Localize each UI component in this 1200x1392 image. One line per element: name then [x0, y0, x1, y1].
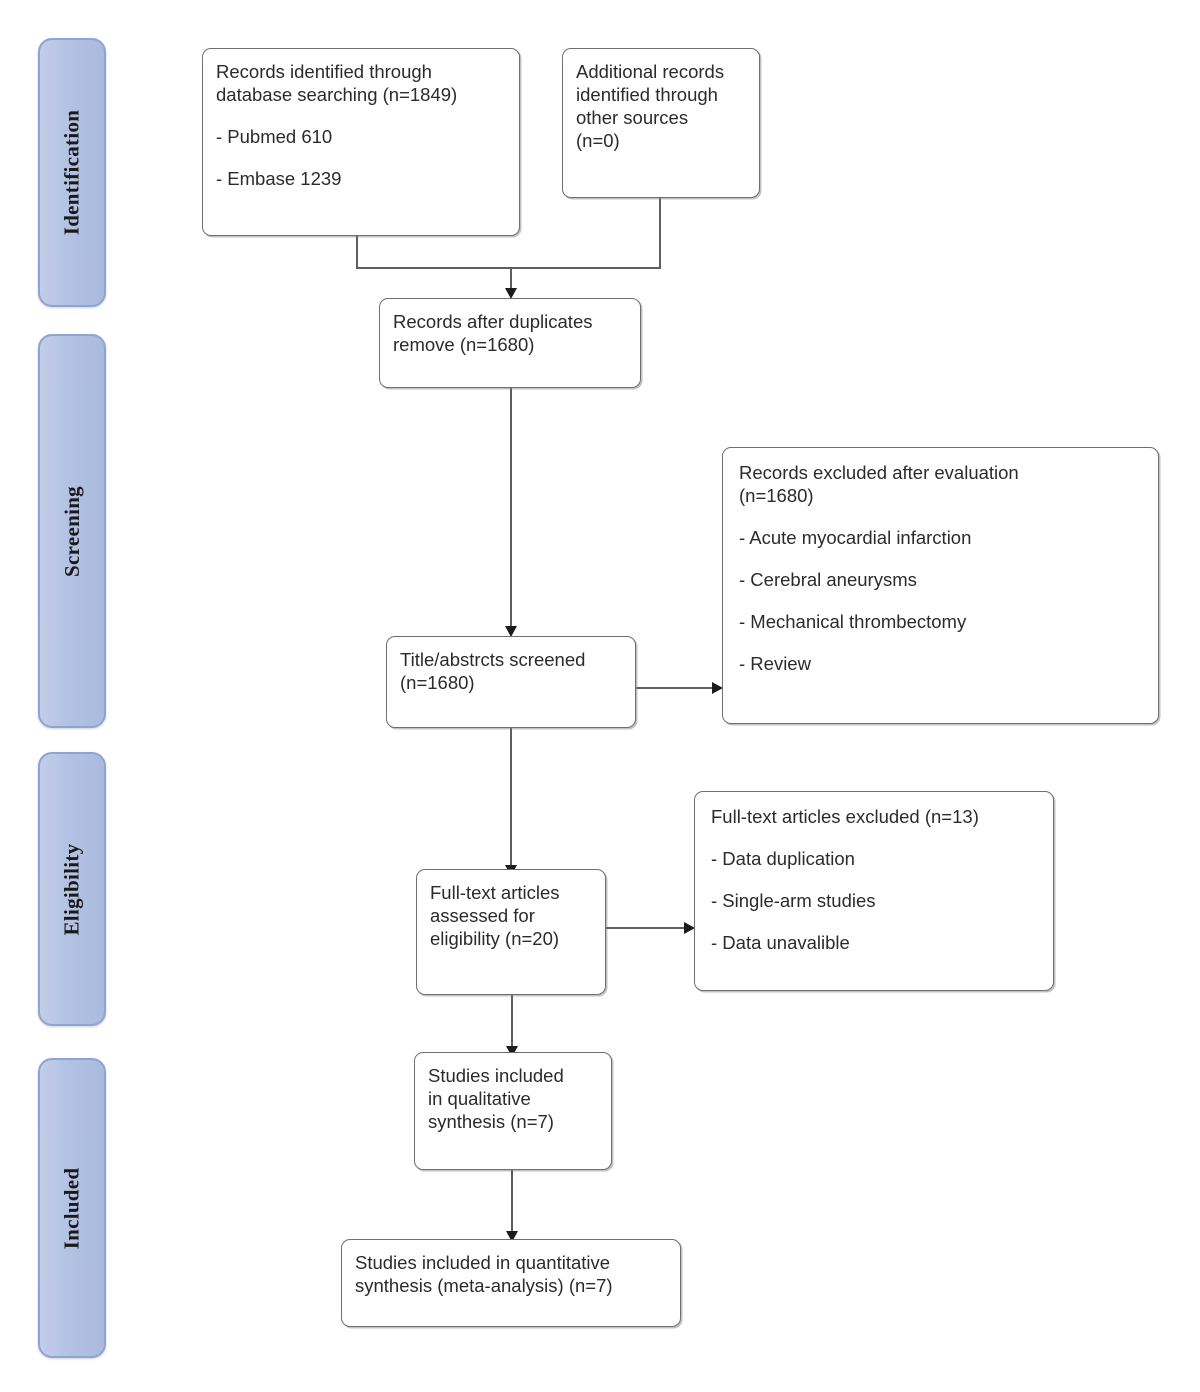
box-other-sources-line-1: Additional records — [576, 61, 725, 82]
box-other-sources-line-3: other sources — [576, 106, 689, 128]
box-titles-screened-line-2: (n=1680) — [400, 671, 475, 693]
box-records-excluded-line-2: (n=1680) — [739, 484, 814, 506]
stage-label-included: Included — [59, 1167, 84, 1249]
box-after-duplicates-line-1: Records after duplicates — [393, 311, 593, 332]
stage-label-eligibility: Eligibility — [59, 843, 84, 935]
box-qualitative-synthesis: Studies included in qualitative synthesi… — [414, 1052, 612, 1170]
connector-merge-bar — [356, 267, 661, 269]
box-quantitative-synthesis-line-2: synthesis (meta-analysis) (n=7) — [355, 1274, 613, 1296]
connector-fulltext-to-excluded — [606, 927, 688, 929]
arrow-into-after-duplicates — [505, 288, 517, 299]
arrow-into-records-excluded — [712, 682, 723, 694]
stage-label-screening: Screening — [59, 485, 84, 577]
stage-bar-included: Included — [38, 1058, 106, 1358]
box-other-sources-line-2: identified through — [576, 83, 718, 105]
connector-screened-to-fulltext — [510, 728, 512, 868]
connector-screened-to-excluded — [636, 687, 716, 689]
connector-qualitative-to-quantitative — [511, 1170, 513, 1235]
box-titles-screened: Title/abstrcts screened (n=1680) — [386, 636, 636, 728]
connector-fulltext-to-qualitative — [511, 995, 513, 1050]
arrow-into-quantitative — [506, 1231, 518, 1242]
box-database-search-line-3: - Pubmed 610 — [216, 125, 333, 147]
box-after-duplicates-line-2: remove (n=1680) — [393, 333, 535, 355]
box-records-excluded-line-5: - Mechanical thrombectomy — [739, 610, 967, 632]
box-database-search: Records identified through database sear… — [202, 48, 520, 236]
box-fulltext-excluded-line-3: - Single-arm studies — [711, 889, 876, 911]
box-database-search-line-2: database searching (n=1849) — [216, 83, 458, 105]
box-other-sources-line-4: (n=0) — [576, 129, 620, 151]
box-qualitative-synthesis-line-2: in qualitative — [428, 1087, 531, 1109]
stage-bar-identification: Identification — [38, 38, 106, 307]
stage-label-identification: Identification — [59, 109, 84, 236]
box-qualitative-synthesis-line-3: synthesis (n=7) — [428, 1110, 554, 1132]
box-other-sources: Additional records identified through ot… — [562, 48, 760, 198]
connector-merge-down — [510, 267, 512, 292]
arrow-into-qualitative — [506, 1046, 518, 1057]
box-records-excluded-line-6: - Review — [739, 652, 811, 674]
arrow-into-titles-screened — [505, 626, 517, 637]
box-after-duplicates: Records after duplicates remove (n=1680) — [379, 298, 641, 388]
connector-other-sources-down — [659, 198, 661, 269]
box-records-excluded-line-1: Records excluded after evaluation — [739, 462, 1019, 483]
box-fulltext-excluded-line-4: - Data unavalible — [711, 931, 850, 953]
box-fulltext-assessed-line-2: assessed for — [430, 904, 535, 926]
box-fulltext-assessed: Full-text articles assessed for eligibil… — [416, 869, 606, 995]
box-records-excluded: Records excluded after evaluation (n=168… — [722, 447, 1159, 724]
connector-duplicates-to-screened — [510, 388, 512, 628]
stage-bar-screening: Screening — [38, 334, 106, 728]
box-records-excluded-line-3: - Acute myocardial infarction — [739, 526, 972, 548]
box-titles-screened-line-1: Title/abstrcts screened — [400, 649, 586, 670]
box-qualitative-synthesis-line-1: Studies included — [428, 1065, 564, 1086]
connector-db-search-down — [356, 235, 358, 269]
box-quantitative-synthesis: Studies included in quantitative synthes… — [341, 1239, 681, 1327]
box-database-search-line-4: - Embase 1239 — [216, 167, 342, 189]
stage-bar-eligibility: Eligibility — [38, 752, 106, 1026]
box-fulltext-excluded-line-1: Full-text articles excluded (n=13) — [711, 806, 979, 827]
box-records-excluded-line-4: - Cerebral aneurysms — [739, 568, 917, 590]
box-fulltext-excluded-line-2: - Data duplication — [711, 847, 855, 869]
arrow-into-fulltext-excluded — [684, 922, 695, 934]
box-database-search-line-1: Records identified through — [216, 61, 432, 82]
box-fulltext-assessed-line-1: Full-text articles — [430, 882, 560, 903]
box-fulltext-assessed-line-3: eligibility (n=20) — [430, 927, 560, 949]
box-quantitative-synthesis-line-1: Studies included in quantitative — [355, 1252, 611, 1273]
box-fulltext-excluded: Full-text articles excluded (n=13) - Dat… — [694, 791, 1054, 991]
